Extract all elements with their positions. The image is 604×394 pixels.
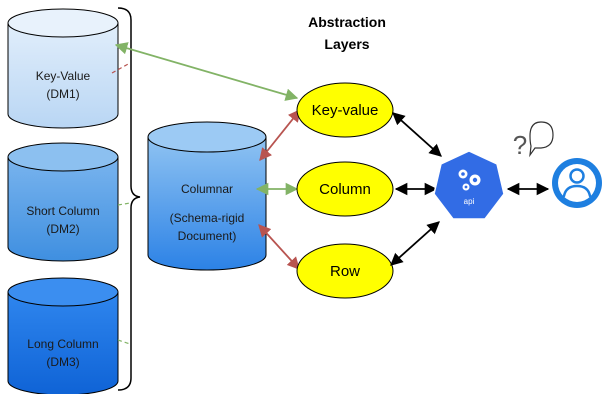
columnar-line3: Document) xyxy=(178,229,237,243)
diagram-title-line1: Abstraction xyxy=(308,14,386,30)
chat-bubble-icon xyxy=(529,121,554,158)
grouping-brace xyxy=(117,7,141,391)
dm1-name: Key-Value xyxy=(36,69,91,83)
columnar-cylinder: Columnar (Schema-rigid Document) xyxy=(147,121,267,271)
dm2-code: (DM2) xyxy=(46,222,79,236)
kubernetes-api-icon: api xyxy=(433,150,505,220)
columnar-keyvalue-arrow xyxy=(259,109,301,161)
columnar-line2: (Schema-rigid xyxy=(170,211,245,225)
layer-row: Row xyxy=(296,243,394,299)
question-mark: ? xyxy=(513,130,527,160)
dm2-name: Short Column xyxy=(26,204,99,218)
dm3-dashed-link xyxy=(117,339,131,345)
dm1-code: (DM1) xyxy=(46,87,79,101)
api-label: api xyxy=(464,197,475,206)
row-api-arrow xyxy=(390,221,440,266)
diagram-title-line2: Layers xyxy=(324,36,369,52)
layer-column: Column xyxy=(296,161,394,217)
layer-keyvalue-label: Key-value xyxy=(312,102,379,119)
keyvalue-api-arrow xyxy=(392,112,442,157)
layer-row-label: Row xyxy=(330,263,360,280)
columnar-line1: Columnar xyxy=(181,182,233,196)
cylinder-dm1: Key-Value (DM1) xyxy=(7,8,119,129)
cylinder-dm2: Short Column (DM2) xyxy=(7,142,119,262)
columnar-row-arrow xyxy=(258,224,300,270)
layer-keyvalue: Key-value xyxy=(296,82,394,138)
layer-column-label: Column xyxy=(319,181,371,198)
dm3-code: (DM3) xyxy=(46,355,79,369)
user-icon xyxy=(552,158,602,208)
dm2-dashed-link xyxy=(117,202,131,206)
dm1-keyvalue-arrow xyxy=(114,42,299,101)
cylinder-dm3: Long Column (DM3) xyxy=(7,277,119,394)
dm3-name: Long Column xyxy=(27,337,98,351)
